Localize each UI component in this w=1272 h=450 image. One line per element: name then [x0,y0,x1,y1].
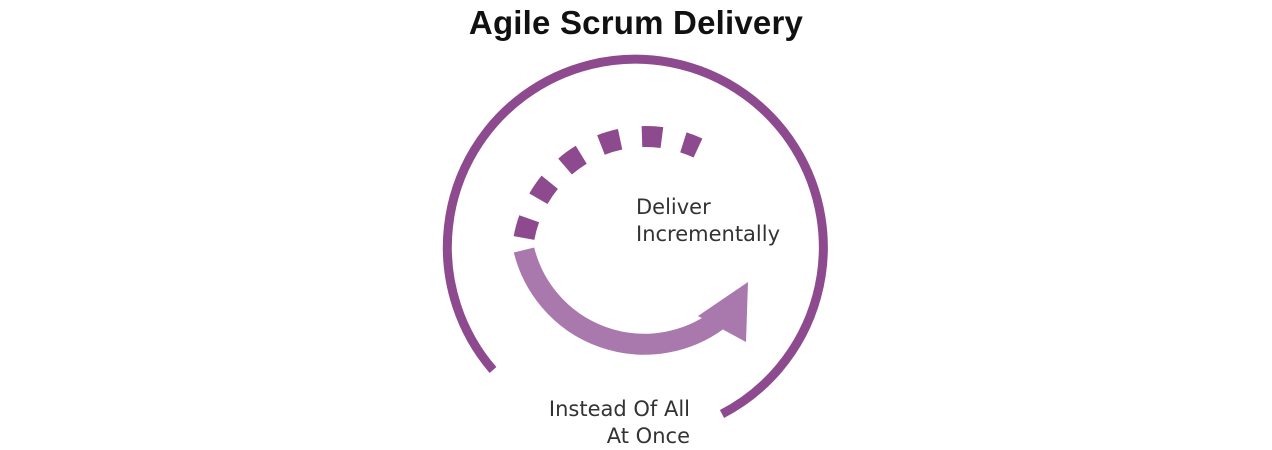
outer-ring-arc [442,54,828,418]
deliver-label-line-2: Incrementally [636,222,781,246]
instead-of-all-label: Instead Of All At Once [532,396,690,450]
deliver-label-line-1: Deliver [636,195,711,219]
deliver-incrementally-label: Deliver Incrementally [636,194,780,248]
instead-label-line-2: At Once [606,424,690,448]
page-title: Agile Scrum Delivery [468,4,804,41]
instead-label-line-1: Instead Of All [548,397,690,421]
curved-arrow-icon [513,247,748,355]
